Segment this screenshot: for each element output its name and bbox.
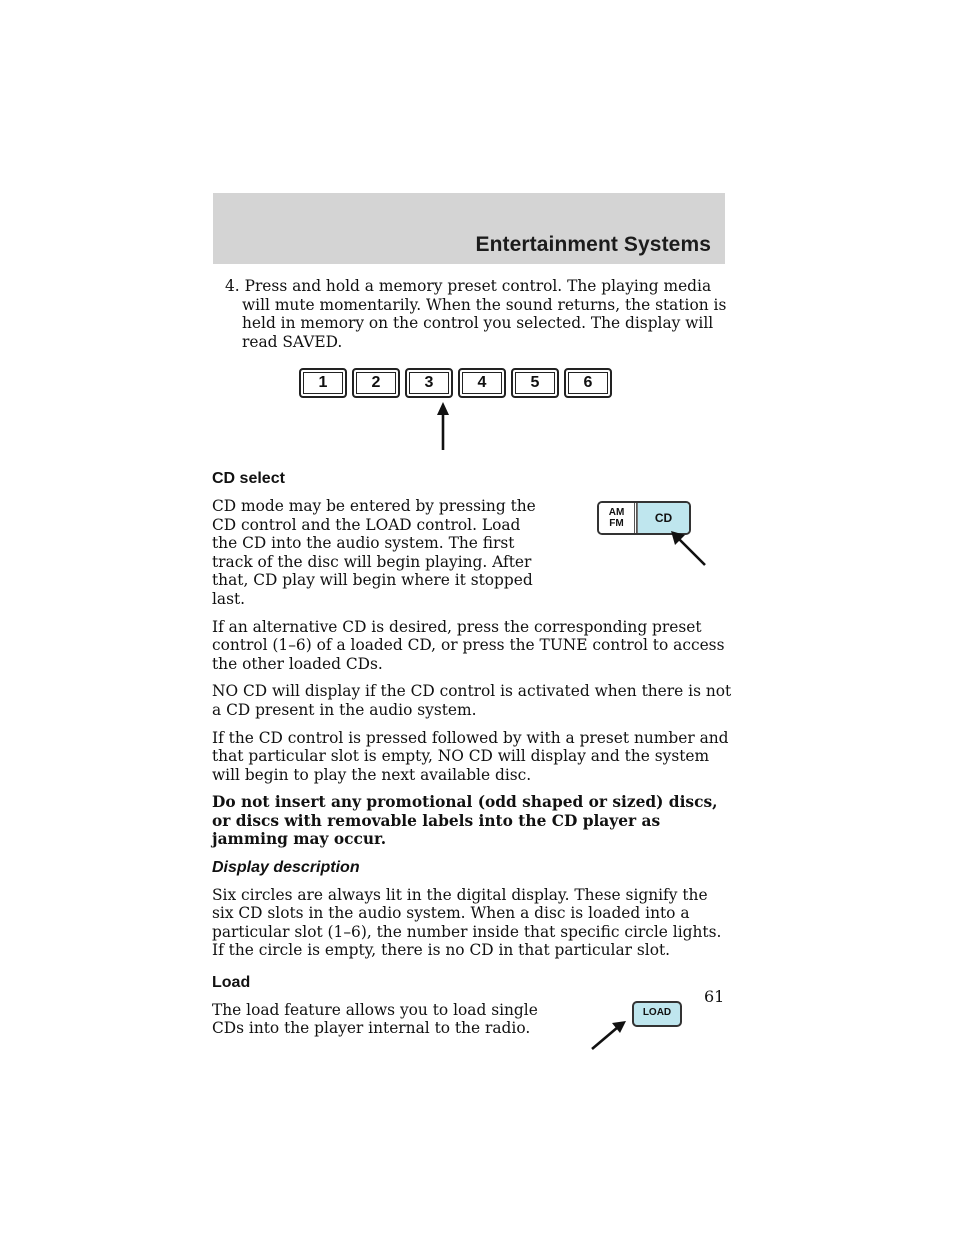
- amfm-cd-control: AM FM CD: [597, 500, 691, 535]
- load-button[interactable]: LOAD: [632, 1000, 682, 1027]
- am-label: AM: [608, 506, 625, 518]
- preset-button-5[interactable]: 5: [511, 368, 559, 399]
- cd-button[interactable]: CD: [637, 502, 689, 533]
- page-content: 4. Press and hold a memory preset contro…: [212, 277, 732, 1061]
- preset-button-6[interactable]: 6: [564, 368, 612, 399]
- fm-label: FM: [609, 517, 624, 529]
- amfm-cd-figure: AM FM CD: [547, 497, 732, 577]
- load-heading: Load: [212, 974, 251, 992]
- cd-select-heading: CD select: [212, 470, 285, 488]
- cd-select-paragraph-4: If the CD control is pressed followed by…: [212, 728, 729, 784]
- preset-controls-figure: 1 2 3 4 5 6: [212, 360, 732, 456]
- step-4: 4. Press and hold a memory preset contro…: [212, 277, 732, 351]
- step-number: 4.: [225, 277, 240, 295]
- cd-select-paragraph-2: If an alternative CD is desired, press t…: [212, 617, 725, 673]
- cd-warning: Do not insert any promotional (odd shape…: [212, 793, 718, 849]
- section-title: Entertainment Systems: [475, 233, 711, 256]
- diagonal-arrow-icon: [671, 530, 706, 566]
- preset-button-1[interactable]: 1: [299, 368, 347, 399]
- diagonal-arrow-icon: [591, 1020, 626, 1050]
- display-description-text: Six circles are always lit in the digita…: [212, 885, 722, 960]
- display-description-heading: Display description: [212, 859, 360, 877]
- cd-select-paragraph-3: NO CD will display if the CD control is …: [212, 682, 732, 719]
- preset-button-4[interactable]: 4: [458, 368, 506, 399]
- cd-label: CD: [654, 510, 673, 525]
- amfm-button[interactable]: AM FM: [599, 502, 637, 533]
- load-text: The load feature allows you to load sing…: [212, 1000, 538, 1038]
- preset-button-3[interactable]: 3: [405, 368, 453, 399]
- preset-button-row: 1 2 3 4 5 6: [299, 368, 612, 399]
- cd-select-paragraph-1: CD mode may be entered by pressing the C…: [212, 496, 536, 608]
- load-figure: LOAD: [572, 1000, 732, 1061]
- header-band: Entertainment Systems: [213, 193, 725, 264]
- step-text: Press and hold a memory preset control. …: [242, 277, 727, 351]
- page-number: 61: [704, 987, 725, 1006]
- up-arrow-icon: [437, 402, 449, 451]
- preset-button-2[interactable]: 2: [352, 368, 400, 399]
